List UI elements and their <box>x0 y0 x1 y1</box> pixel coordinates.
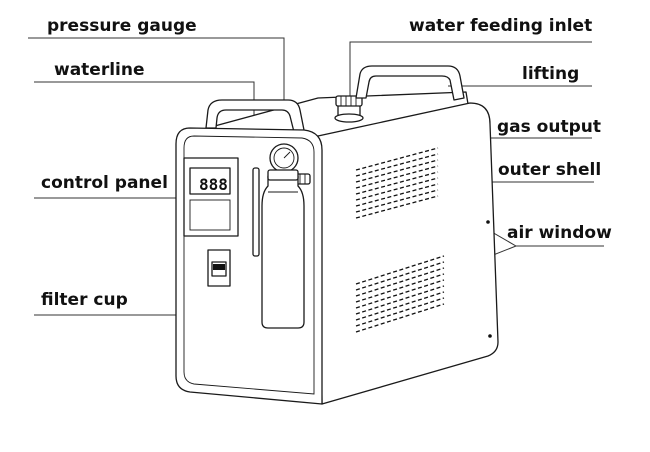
side-screw-lower <box>488 334 492 338</box>
control-panel-drawing: 888 <box>183 157 239 237</box>
label-pressure-gauge: pressure gauge <box>47 16 197 36</box>
waterline-tube <box>252 167 260 257</box>
air-window-lower <box>355 255 445 333</box>
leader-water-inlet <box>349 41 592 98</box>
filter-cup <box>261 169 305 329</box>
front-panel-inner <box>183 135 315 395</box>
label-filter-cup: filter cup <box>41 290 128 310</box>
air-window-upper <box>355 147 439 219</box>
water-feeding-inlet <box>334 95 364 123</box>
gas-output <box>295 173 311 185</box>
side-screw-upper <box>486 220 490 224</box>
label-control-panel: control panel <box>41 173 168 193</box>
label-waterline: waterline <box>54 60 145 80</box>
label-lifting: lifting <box>522 64 580 84</box>
label-outer-shell: outer shell <box>498 160 602 180</box>
side-panel <box>317 102 499 405</box>
power-switch <box>207 249 231 287</box>
label-water-feeding-inlet: water feeding inlet <box>409 16 593 36</box>
lifting-handle-rear <box>355 65 465 101</box>
display-digits: 888 <box>199 175 228 194</box>
pressure-gauge <box>269 143 299 173</box>
label-gas-output: gas output <box>497 117 601 137</box>
label-air-window: air window <box>507 223 612 243</box>
